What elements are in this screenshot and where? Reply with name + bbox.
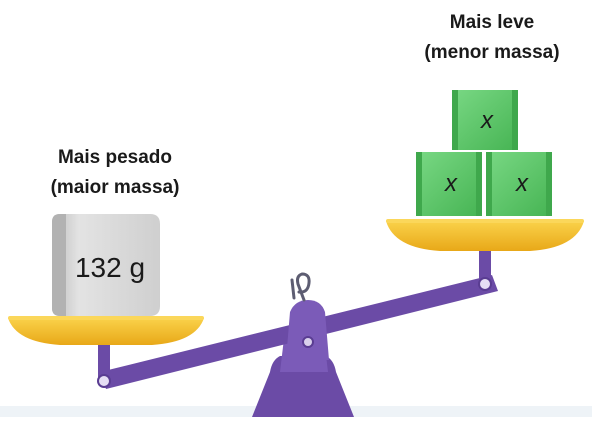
light-caption-line2: (menor massa) (424, 42, 560, 63)
pointer-hook (296, 272, 311, 302)
center-tower (286, 300, 329, 360)
x-block-bottom-right: x (486, 152, 552, 216)
light-side-caption: Mais leve (menor massa) (392, 8, 592, 68)
heavy-caption-line2: (maior massa) (50, 177, 180, 198)
weight-132g: 132 g (52, 214, 160, 316)
stand-base (252, 356, 354, 417)
right-pan-rim (386, 219, 584, 223)
pointer-needle (290, 278, 296, 300)
weight-label: 132 g (75, 252, 145, 283)
pivot-joint (302, 336, 314, 348)
x-block-top: x (452, 90, 518, 150)
x-block-bottom-right-label: x (515, 170, 529, 197)
heavy-caption-line1: Mais pesado (57, 147, 173, 168)
right-pan (386, 221, 584, 251)
left-pan-rim (8, 316, 204, 320)
left-pan (8, 318, 204, 345)
right-joint (478, 277, 492, 291)
x-block-top-label: x (480, 107, 494, 134)
x-block-bottom-left-label: x (444, 170, 458, 197)
left-joint (97, 374, 111, 388)
heavy-side-caption: Mais pesado (maior massa) (10, 143, 220, 203)
light-caption-line1: Mais leve (449, 12, 535, 33)
x-block-bottom-left: x (416, 152, 482, 216)
